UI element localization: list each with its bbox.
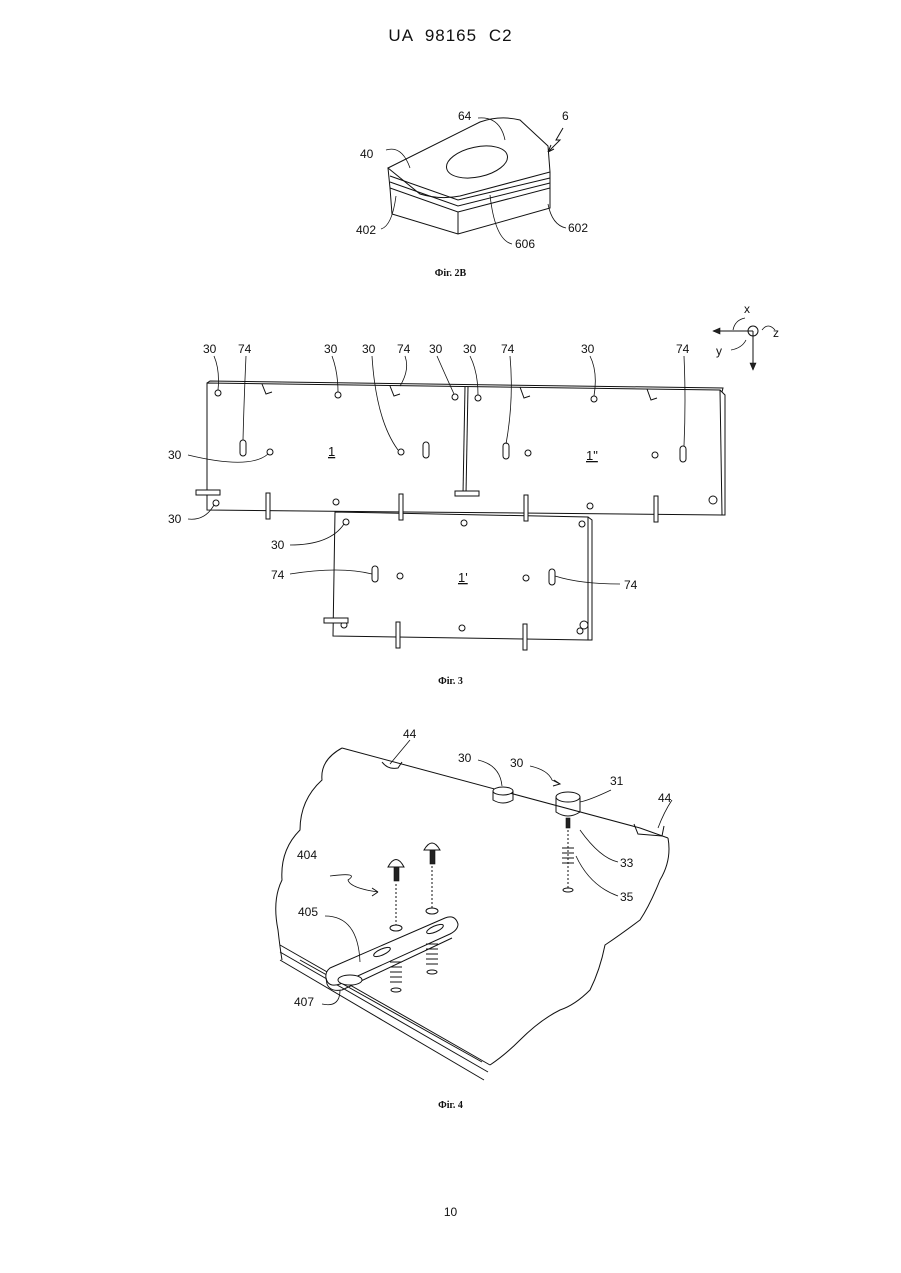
label-30-small-locator: 30 — [458, 751, 472, 765]
label-74-top-3: 74 — [501, 342, 515, 356]
label-407: 407 — [294, 995, 314, 1009]
axis-x-label: x — [744, 302, 750, 316]
label-74-top-4: 74 — [676, 342, 690, 356]
label-6: 6 — [562, 109, 569, 123]
label-35: 35 — [620, 890, 634, 904]
label-30-top-1: 30 — [203, 342, 217, 356]
fig-3-drawing: x z y — [168, 302, 779, 650]
panel-1-label: 1 — [328, 444, 335, 459]
label-74-top-1: 74 — [238, 342, 252, 356]
holes — [213, 390, 717, 634]
label-30-top-4: 30 — [429, 342, 443, 356]
label-404: 404 — [297, 848, 317, 862]
label-30-left-3: 30 — [271, 538, 285, 552]
label-31: 31 — [610, 774, 624, 788]
fig-2b-drawing: 64 6 40 402 602 606 — [356, 109, 588, 251]
label-64: 64 — [458, 109, 472, 123]
label-44-left: 44 — [403, 727, 417, 741]
label-30-top-5: 30 — [463, 342, 477, 356]
label-30-locator: 30 — [510, 756, 524, 770]
label-74-top-2: 74 — [397, 342, 411, 356]
axis-z-label: z — [773, 326, 779, 340]
label-40: 40 — [360, 147, 374, 161]
label-30-left-2: 30 — [168, 512, 182, 526]
page-number: 10 — [0, 1205, 901, 1219]
label-74-right: 74 — [624, 578, 638, 592]
axis-y-label: y — [716, 344, 722, 358]
fig-2b-caption: Фіг. 2В — [0, 268, 901, 279]
panel-1-double-prime-label: 1" — [586, 448, 598, 463]
panel-1-prime-label: 1' — [458, 570, 468, 585]
label-44-right: 44 — [658, 791, 672, 805]
label-602: 602 — [568, 221, 588, 235]
label-30-top-3: 30 — [362, 342, 376, 356]
label-402: 402 — [356, 223, 376, 237]
label-405: 405 — [298, 905, 318, 919]
label-30-left-1: 30 — [168, 448, 182, 462]
label-74-left: 74 — [271, 568, 285, 582]
fig-4-caption: Фіг. 4 — [0, 1100, 901, 1111]
fig-3-caption: Фіг. 3 — [0, 676, 901, 687]
fig-4-drawing: 44 30 30 31 44 33 35 404 405 407 — [276, 727, 672, 1080]
axis-indicator: x z y — [713, 302, 779, 370]
label-33: 33 — [620, 856, 634, 870]
label-30-top-6: 30 — [581, 342, 595, 356]
label-30-top-2: 30 — [324, 342, 338, 356]
label-606: 606 — [515, 237, 535, 251]
